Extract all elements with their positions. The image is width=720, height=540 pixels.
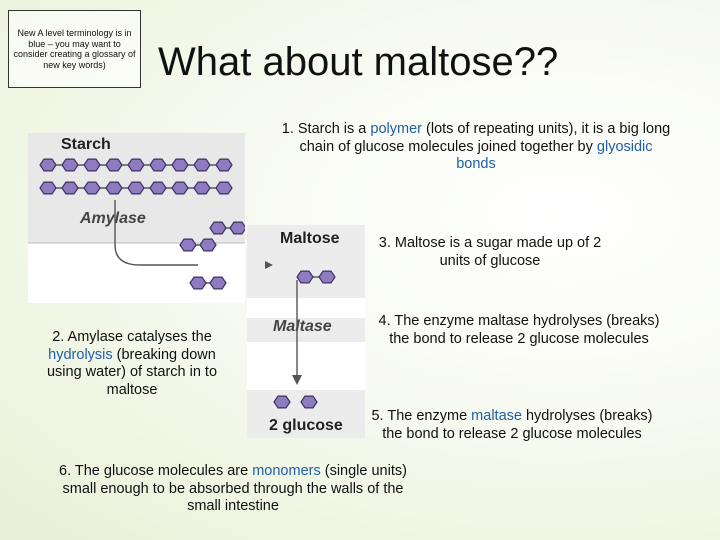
glucose-unit <box>215 181 233 195</box>
glucose-unit <box>149 181 167 195</box>
glucose-unit <box>171 181 189 195</box>
point-glucose: 6. The glucose molecules are monomers (s… <box>59 463 407 514</box>
maltose-fragment-unit <box>189 276 207 290</box>
starch-amylase-diagram: Starch Amylase <box>28 133 247 303</box>
page-title: What about maltose?? <box>158 40 559 84</box>
maltose-fragment-unit <box>209 221 227 235</box>
maltose-fragment-unit <box>199 238 217 252</box>
keyword-hydrolysis: hydrolysis <box>48 346 113 363</box>
glucose-unit <box>39 181 57 195</box>
glucose-label: 2 glucose <box>269 417 343 434</box>
point-amylase: 2. Amylase catalyses the hydrolysis (bre… <box>46 329 218 398</box>
glucose-unit <box>193 158 211 172</box>
glucose-unit <box>105 181 123 195</box>
keyword-monomers: monomers <box>252 463 321 479</box>
point-maltase-2: 5. The enzyme maltase hydrolyses (breaks… <box>371 408 653 442</box>
amylase-arrow-line <box>114 200 198 266</box>
maltase-arrowhead <box>292 375 302 385</box>
point-maltase-1: 4. The enzyme maltase hydrolyses (breaks… <box>378 313 660 347</box>
glucose-unit <box>149 158 167 172</box>
glucose-unit <box>127 181 145 195</box>
glucose-unit <box>61 181 79 195</box>
glucose-monomer <box>273 395 291 409</box>
glossary-note-text: New A level terminology is in blue – you… <box>13 28 136 70</box>
point-starch: 1. Starch is a polymer (lots of repeatin… <box>281 121 671 173</box>
glucose-unit <box>193 181 211 195</box>
amylase-label: Amylase <box>79 210 146 227</box>
maltose-molecule <box>296 270 336 284</box>
starch-amylase-svg: Starch Amylase <box>28 133 247 290</box>
keyword-polymer: polymer <box>370 121 422 137</box>
keyword-maltase: maltase <box>471 408 522 424</box>
glucose-molecules <box>273 395 318 409</box>
maltose-unit <box>296 270 314 284</box>
glossary-note: New A level terminology is in blue – you… <box>8 10 141 88</box>
incoming-arrowhead <box>265 261 273 269</box>
maltose-maltase-diagram: Maltose Maltase 2 glucose <box>247 225 365 438</box>
starch-chain <box>39 158 233 195</box>
glucose-unit <box>215 158 233 172</box>
glucose-unit <box>105 158 123 172</box>
starch-label: Starch <box>61 136 111 153</box>
maltose-fragment-unit <box>209 276 227 290</box>
glucose-unit <box>83 181 101 195</box>
glucose-unit <box>83 158 101 172</box>
maltose-fragment-unit <box>179 238 197 252</box>
glucose-unit <box>39 158 57 172</box>
maltase-label: Maltase <box>273 318 332 335</box>
maltose-fragments <box>179 221 247 290</box>
glucose-unit <box>127 158 145 172</box>
point-maltose: 3. Maltose is a sugar made up of 2 units… <box>378 235 602 269</box>
maltose-unit <box>318 270 336 284</box>
maltose-label: Maltose <box>280 230 340 247</box>
maltase-box <box>247 318 365 342</box>
glucose-unit <box>171 158 189 172</box>
maltose-box <box>247 225 365 298</box>
keyword-glycosidic-bonds: glyosidic bonds <box>456 138 653 173</box>
glucose-monomer <box>300 395 318 409</box>
maltose-maltase-svg: Maltose Maltase 2 glucose <box>247 225 365 438</box>
glucose-unit <box>61 158 79 172</box>
maltose-fragment-unit <box>229 221 247 235</box>
